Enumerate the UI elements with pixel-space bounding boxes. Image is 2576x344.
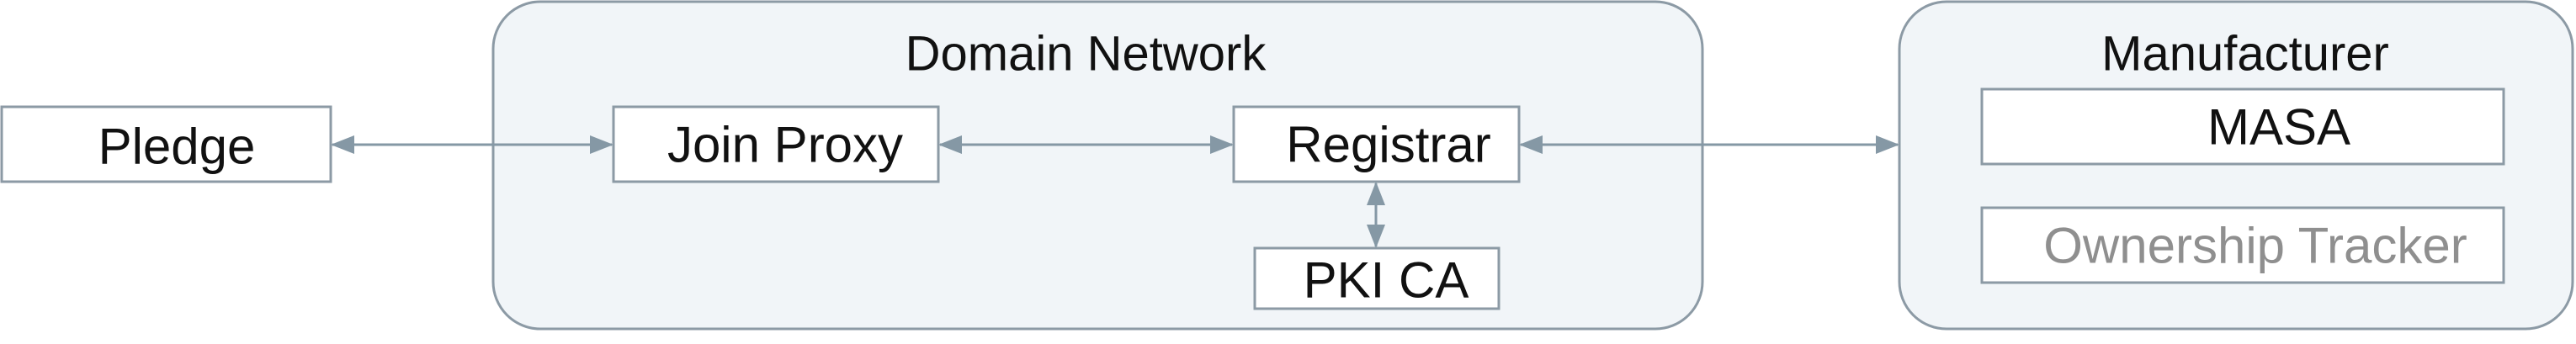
ownership-tracker-node: Ownership Tracker <box>1980 206 2505 284</box>
pledge-label: Pledge <box>98 119 256 175</box>
pki-ca-label: PKI CA <box>1304 252 1469 309</box>
masa-label: MASA <box>2207 99 2350 156</box>
masa-node: MASA <box>1980 87 2505 166</box>
ownership-tracker-label: Ownership Tracker <box>2043 218 2467 274</box>
manufacturer-label: Manufacturer <box>2101 27 2389 82</box>
registrar-node: Registrar <box>1232 105 1521 183</box>
join-proxy-node: Join Proxy <box>612 105 940 183</box>
registrar-label: Registrar <box>1286 117 1490 173</box>
pledge-node: Pledge <box>0 105 332 183</box>
domain-network-label: Domain Network <box>906 27 1267 82</box>
pki-ca-node: PKI CA <box>1253 246 1500 310</box>
join-proxy-label: Join Proxy <box>667 117 903 173</box>
